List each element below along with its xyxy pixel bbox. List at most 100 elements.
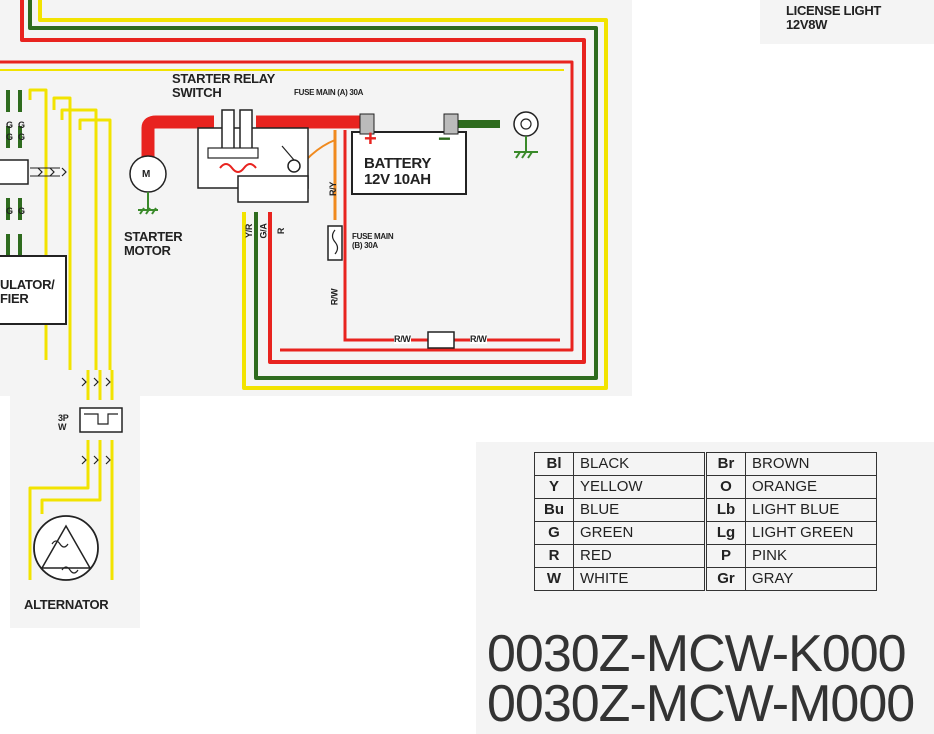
fuse-a-icon (287, 159, 301, 173)
regulator-connector (0, 159, 29, 185)
color-code-cell: Gr (704, 567, 746, 591)
color-name-cell: RED (573, 544, 706, 568)
regulator-box (0, 255, 67, 325)
red-loop-wire (20, 0, 586, 364)
wire-code-g5: G (6, 206, 13, 216)
color-name-cell: YELLOW (573, 475, 706, 499)
color-name-cell: PINK (745, 544, 877, 568)
wire-arrows (37, 167, 111, 465)
fuse-b-element (331, 229, 339, 255)
arrows-regulator (37, 167, 67, 177)
ground-lug (513, 111, 539, 159)
wire-code-ga: G/A (258, 223, 269, 239)
color-name-cell: GRAY (745, 567, 877, 591)
regulator-label: ULATOR/ FIER (0, 277, 55, 306)
arrows-lower (81, 455, 111, 465)
color-code-cell: W (534, 567, 574, 591)
relay-connector (237, 175, 309, 203)
wire-code-g4: G (18, 132, 25, 142)
alternator-label: ALTERNATOR (24, 597, 109, 612)
color-code-cell: Lg (704, 521, 746, 545)
color-code-cell: G (534, 521, 574, 545)
license-background (760, 0, 934, 44)
part-number-2: 0030Z-MCW-M000 (487, 675, 915, 733)
connector-3p-label: 3P W (58, 413, 69, 432)
diagram-background-alternator (10, 396, 140, 628)
red-inner-wire (0, 60, 574, 352)
fuse-b-body (327, 225, 343, 261)
starter-motor (129, 155, 167, 215)
part-number-1: 0030Z-MCW-K000 (487, 625, 907, 683)
color-code-cell: R (534, 544, 574, 568)
alternator-windings (40, 524, 92, 569)
wire-code-rw-vertical: R/W (329, 288, 340, 306)
battery-cable (141, 115, 560, 342)
color-code-cell: O (704, 475, 746, 499)
arrows-upper (81, 377, 111, 387)
alternator-icon (33, 515, 99, 581)
color-code-cell: Y (534, 475, 574, 499)
starter-cable (141, 115, 214, 164)
color-code-cell: P (704, 544, 746, 568)
battery-label: BATTERY (364, 155, 432, 172)
alternator (33, 515, 99, 581)
yellow-alt-wire-5 (40, 440, 102, 514)
connector-3p-body (79, 407, 123, 433)
green-loop-wire (28, 0, 598, 380)
battery-box (351, 131, 467, 195)
fuse-main-b (327, 225, 343, 261)
rw-wire (343, 130, 560, 342)
fuse-main-b-label: FUSE MAIN (B) 30A (352, 232, 394, 250)
wire-code-ry: R/Y (328, 181, 339, 197)
yellow-reg-wire-4 (78, 118, 112, 370)
starter-motor-label: STARTER MOTOR (124, 229, 183, 258)
battery-minus-sign: − (438, 126, 451, 151)
starter-relay-label: STARTER RELAY SWITCH (172, 71, 276, 100)
wire-code-yr: Y/R (244, 223, 255, 239)
yellow-reg-wire-2 (52, 96, 72, 370)
wire-code-g6: G (18, 206, 25, 216)
color-code-cell: Lb (704, 498, 746, 522)
yellow-loop-wire (38, 0, 608, 390)
color-name-cell: ORANGE (745, 475, 877, 499)
color-code-cell: Br (704, 452, 746, 476)
yellow-reg-wire-3 (60, 108, 98, 370)
license-light-label: LICENSE LIGHT (786, 3, 882, 18)
color-code-cell: Bl (534, 452, 574, 476)
wire-code-r: R (276, 227, 287, 235)
wire-code-g2: G (18, 120, 25, 130)
motor-letter: M (142, 169, 151, 180)
battery-negative-terminal (443, 113, 459, 135)
battery-plus-sign: + (364, 126, 377, 151)
color-name-cell: GREEN (573, 521, 706, 545)
relay-coil (219, 163, 257, 173)
yellow-reg-wire-1 (28, 88, 48, 360)
ground-icon (514, 136, 538, 159)
battery (351, 113, 467, 195)
wire-code-rw-right: R/W (470, 334, 487, 344)
color-name-cell: BLACK (573, 452, 706, 476)
wire-code-rw-left: R/W (394, 334, 411, 344)
color-name-cell: LIGHT GREEN (745, 521, 877, 545)
yellow-alt-wire-4 (28, 440, 90, 580)
relay-terminal-1 (221, 109, 235, 151)
fuse-main-a-label: FUSE MAIN (A) 30A (294, 88, 364, 97)
battery-spec: 12V 10AH (364, 171, 431, 188)
color-name-cell: WHITE (573, 567, 706, 591)
motor-ground-icon (138, 192, 158, 215)
regulator-connector-pins (30, 167, 60, 177)
connector-3p-pins (84, 413, 118, 425)
starter-relay-switch (197, 109, 309, 203)
wire-code-g3: G (6, 132, 13, 142)
relay-terminal-2 (239, 109, 253, 151)
